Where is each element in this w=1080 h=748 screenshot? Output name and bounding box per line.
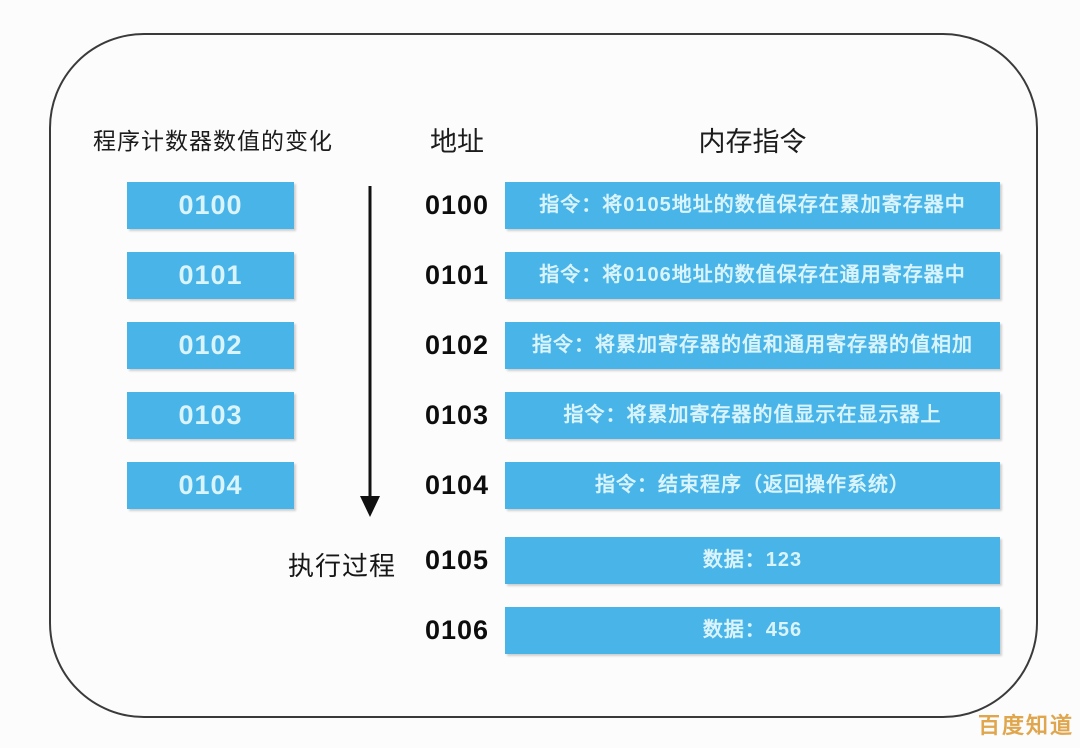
execution-arrow-down — [356, 184, 384, 518]
memory-instruction-box: 指令：将累加寄存器的值显示在显示器上 — [505, 392, 1000, 439]
memory-data-box: 数据：456 — [505, 607, 1000, 654]
address-label: 0101 — [424, 260, 490, 290]
pc-column-header: 程序计数器数值的变化 — [93, 128, 333, 154]
pc-value-box: 0100 — [127, 182, 294, 229]
memory-data-box: 数据：123 — [505, 537, 1000, 584]
memory-instruction-box: 指令：将累加寄存器的值和通用寄存器的值相加 — [505, 322, 1000, 369]
address-label: 0104 — [424, 470, 490, 500]
pc-value-box: 0104 — [127, 462, 294, 509]
address-label: 0106 — [424, 615, 490, 645]
address-label: 0103 — [424, 400, 490, 430]
memory-instruction-box: 指令：结束程序（返回操作系统） — [505, 462, 1000, 509]
pc-value-box: 0101 — [127, 252, 294, 299]
address-label: 0100 — [424, 190, 490, 220]
memory-instruction-box: 指令：将0105地址的数值保存在累加寄存器中 — [505, 182, 1000, 229]
pc-value-box: 0103 — [127, 392, 294, 439]
pc-value-box: 0102 — [127, 322, 294, 369]
execution-process-label: 执行过程 — [287, 551, 396, 581]
address-column-header: 地址 — [430, 127, 484, 157]
address-label: 0105 — [424, 545, 490, 575]
diagram-rounded-border — [49, 33, 1038, 718]
memory-instruction-box: 指令：将0106地址的数值保存在通用寄存器中 — [505, 252, 1000, 299]
baidu-zhidao-watermark: 百度知道 — [977, 713, 1074, 738]
address-label: 0102 — [424, 330, 490, 360]
memory-column-header: 内存指令 — [698, 127, 807, 157]
